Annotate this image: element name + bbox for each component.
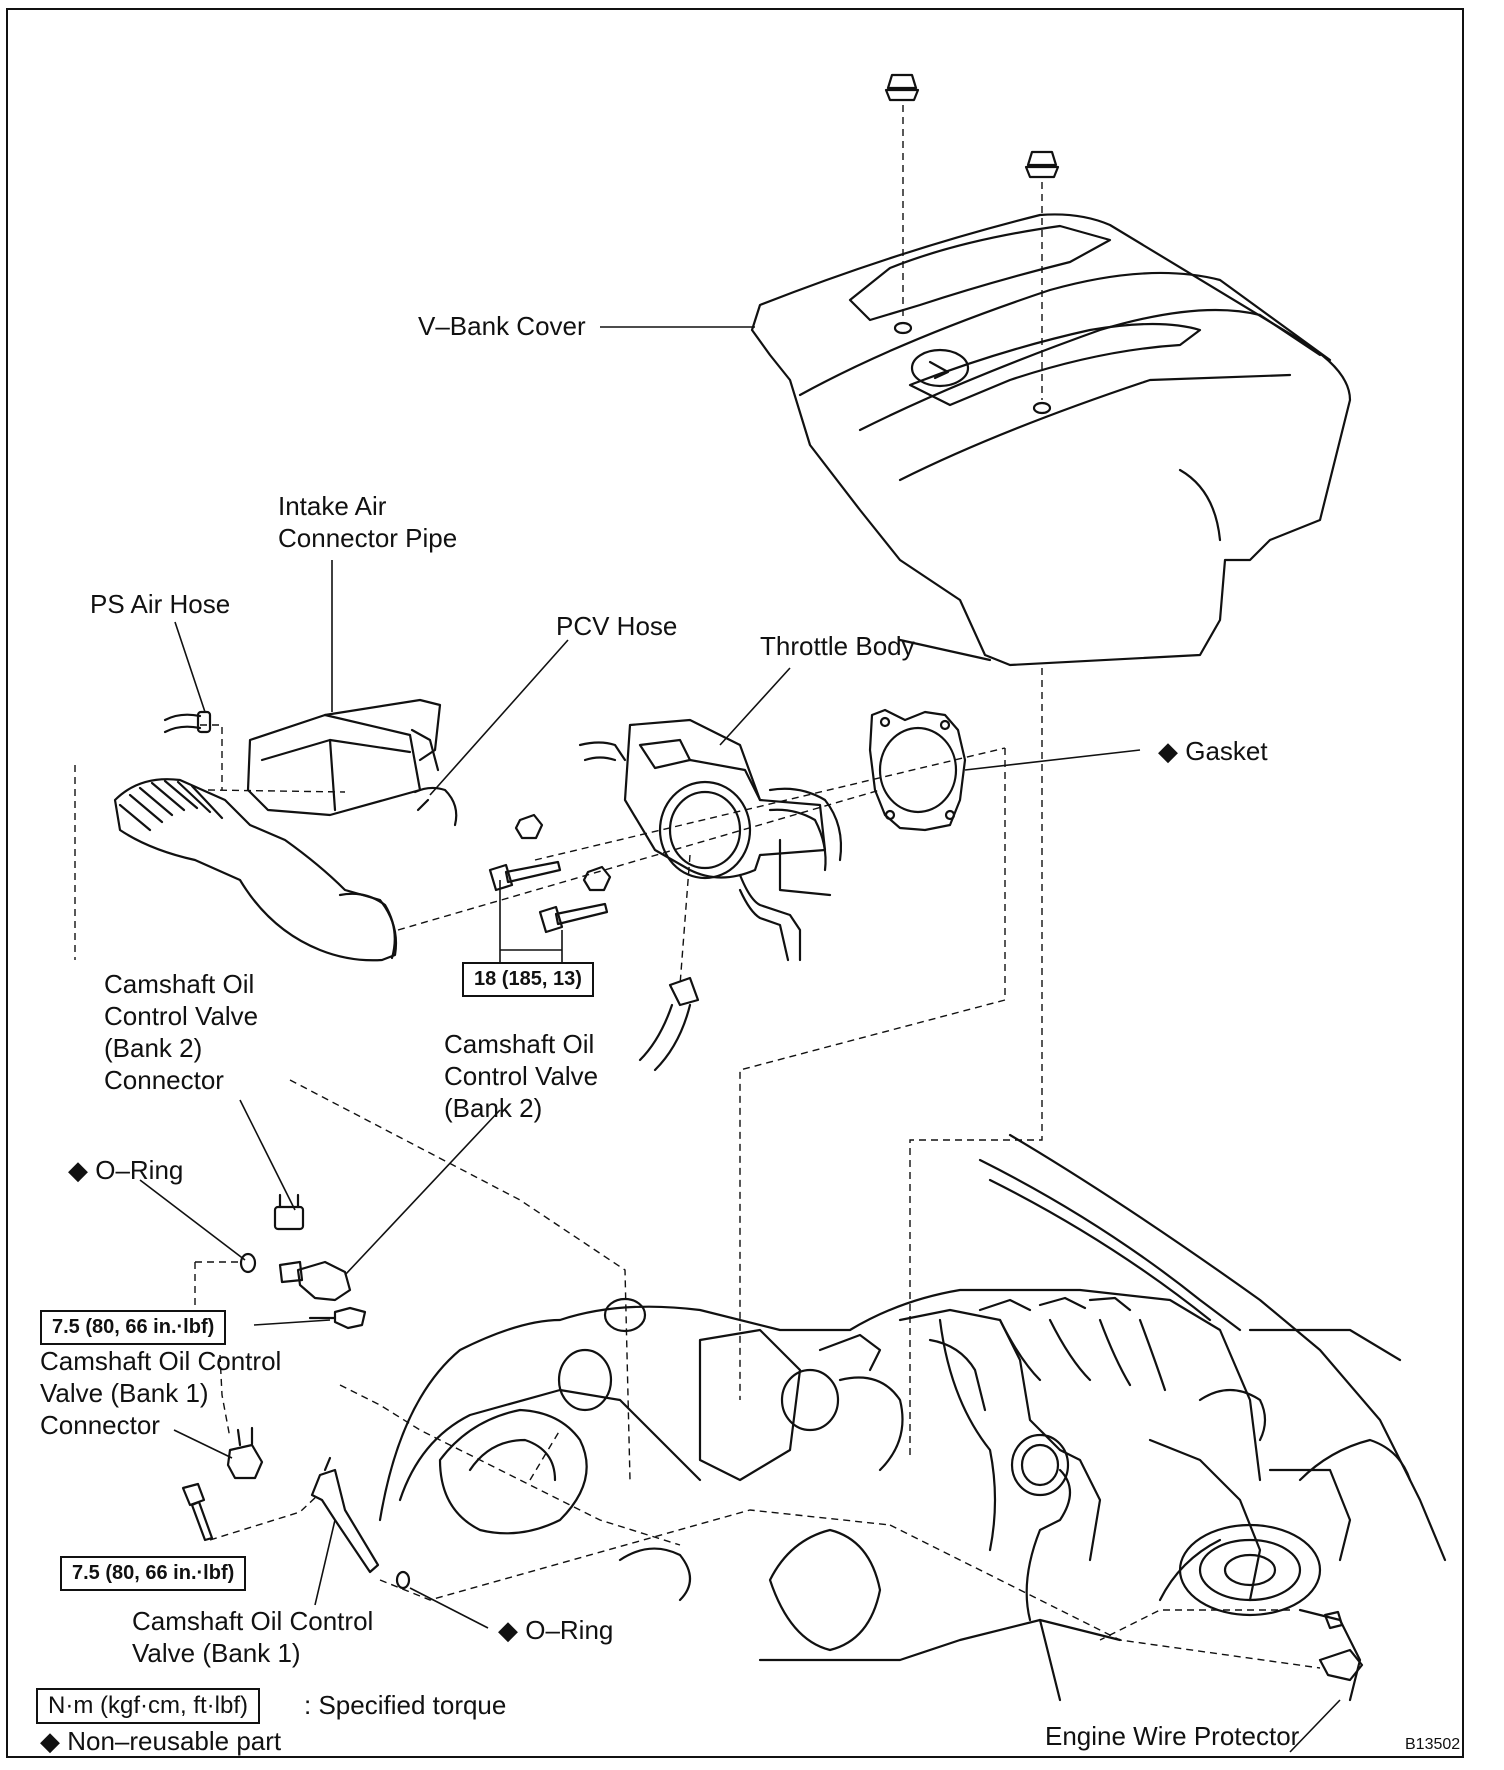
torque-ocv-bank1-bolt: 7.5 (80, 66 in.·lbf) (60, 1556, 247, 1591)
label-ps-air-hose: PS Air Hose (90, 589, 231, 619)
cover-nut-2-drawing (1024, 150, 1060, 179)
ocv-bank2-connector-drawing (273, 1193, 305, 1231)
figure-code: B13502 (1405, 1736, 1461, 1753)
ps-air-hose-drawing (163, 710, 212, 734)
label-pcv-hose: PCV Hose (556, 611, 678, 641)
o-ring-upper-drawing (239, 1252, 257, 1274)
label-o-ring-upper: ◆ O–Ring (68, 1155, 184, 1185)
legend-non-reusable: ◆ Non–reusable part (40, 1726, 282, 1756)
legend-torque-desc: : Specified torque (304, 1690, 507, 1720)
pcv-hose-drawing (413, 786, 458, 827)
engine-assembly-drawing (378, 1133, 1447, 1702)
gasket-drawing (868, 708, 967, 832)
water-bypass-hose-drawing (638, 976, 700, 1072)
v-bank-cover-drawing (750, 213, 1352, 667)
label-o-ring-lower: ◆ O–Ring (498, 1615, 614, 1645)
ocv-bank2-drawing (278, 1260, 352, 1302)
label-intake-air-connector-pipe: Intake Air Connector Pipe (278, 491, 458, 553)
diagram-frame (6, 8, 1464, 1758)
throttle-body-nuts-bolts-drawing (488, 813, 612, 934)
label-ocv-bank2-connector: Camshaft Oil Control Valve (Bank 2) Conn… (104, 969, 259, 1095)
intake-air-connector-pipe-drawing (113, 698, 442, 962)
label-v-bank-cover: V–Bank Cover (418, 311, 586, 341)
label-engine-wire-protector: Engine Wire Protector (1045, 1721, 1300, 1751)
torque-ocv-bank2-bolt: 7.5 (80, 66 in.·lbf) (40, 1310, 227, 1345)
ocv-bank1-drawing (310, 1456, 380, 1574)
label-ocv-bank2: Camshaft Oil Control Valve (Bank 2) (444, 1029, 599, 1123)
cover-nut-1-drawing (884, 73, 920, 102)
ocv-bank1-connector-drawing (226, 1426, 264, 1480)
ocv-bank2-bolt-drawing (308, 1306, 367, 1330)
label-throttle-body: Throttle Body (760, 631, 915, 661)
label-ocv-bank1: Camshaft Oil Control Valve (Bank 1) (132, 1606, 374, 1668)
torque-throttle-bolts: 18 (185, 13) (462, 962, 594, 997)
legend-torque-units: N·m (kgf·cm, ft·lbf) (36, 1688, 260, 1724)
ocv-bank1-bolt-drawing (181, 1482, 214, 1542)
throttle-body-drawing (578, 718, 843, 962)
label-gasket: ◆ Gasket (1158, 736, 1268, 766)
label-ocv-bank1-connector: Camshaft Oil Control Valve (Bank 1) Conn… (40, 1346, 282, 1440)
o-ring-lower-drawing (395, 1570, 411, 1590)
